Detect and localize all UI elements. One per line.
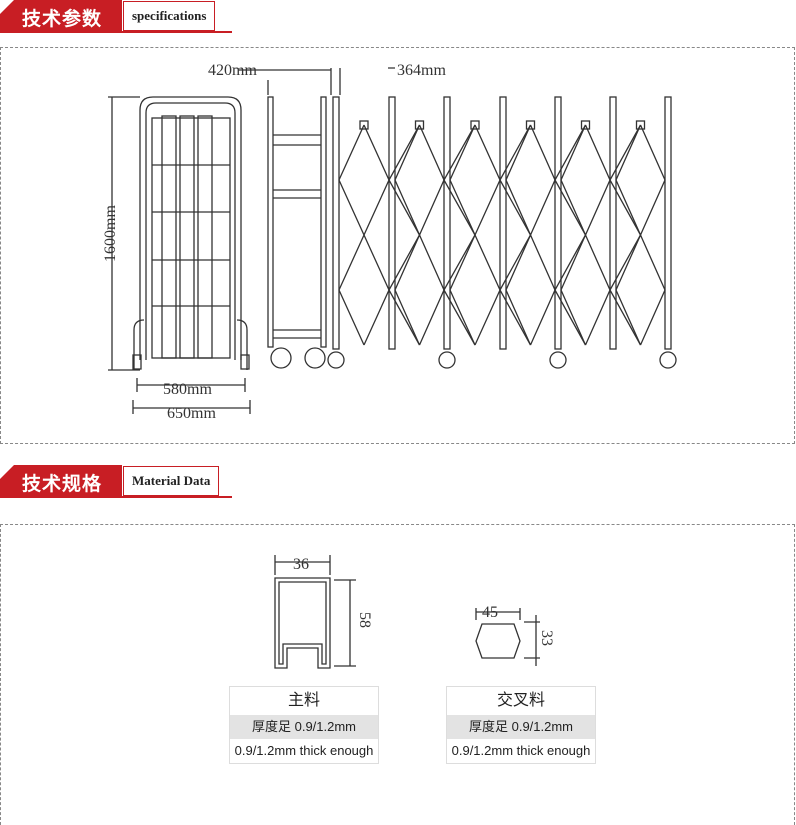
wheel-icon — [438, 351, 456, 369]
scissor-link — [554, 124, 587, 346]
gate-drawing: 1600mm 580mm 650mm 420mm 364mm 36 58 45 … — [102, 62, 677, 669]
scissor-link — [505, 124, 532, 346]
section-header-specifications: 技术参数 specifications — [0, 0, 232, 33]
front-view — [108, 96, 251, 414]
wheel-icon — [549, 351, 567, 369]
scissor-link — [609, 124, 642, 346]
section-title-cn: 技术参数 — [22, 9, 103, 30]
pitch-dimension: 364mm — [397, 62, 446, 79]
scissor-link — [615, 124, 642, 346]
cross-height-label: 33 — [538, 630, 555, 646]
gate-post — [388, 96, 396, 350]
scissor-link — [449, 124, 476, 346]
main-width-label: 36 — [293, 556, 309, 573]
section-title-en: Material Data — [123, 466, 220, 496]
gate-post — [664, 96, 672, 350]
cross-profile-table: 交叉料 厚度足 0.9/1.2mm 0.9/1.2mm thick enough — [446, 686, 596, 764]
cross-width-label: 45 — [482, 604, 498, 621]
thickness-cn: 厚度足 0.9/1.2mm — [230, 715, 378, 739]
scissor-link — [418, 124, 445, 346]
scissor-link — [560, 124, 587, 346]
profile-name: 主料 — [287, 692, 320, 709]
scissor-link — [499, 124, 532, 346]
section-title-en: specifications — [123, 1, 216, 31]
main-profile — [274, 555, 356, 669]
scissor-section — [327, 96, 677, 369]
pivot — [635, 120, 646, 130]
height-dimension: 1600mm — [102, 205, 119, 262]
specifications-panel — [0, 47, 795, 444]
gate-post — [332, 96, 340, 350]
pivot — [580, 120, 591, 130]
wheel-icon — [327, 351, 345, 369]
gate-post — [443, 96, 451, 350]
scissor-link — [529, 124, 556, 346]
pivot — [359, 120, 369, 130]
wheel-icon — [659, 351, 677, 369]
thickness-en: 0.9/1.2mm thick enough — [451, 743, 591, 758]
scissor-link — [443, 124, 476, 346]
gate-post — [554, 96, 562, 350]
scissor-link — [363, 124, 390, 346]
side-view — [238, 68, 332, 369]
outer-width-dimension: 650mm — [167, 405, 216, 422]
thickness-cn: 厚度足 0.9/1.2mm — [447, 715, 595, 739]
cross-profile — [475, 608, 540, 666]
thickness-en: 0.9/1.2mm thick enough — [234, 743, 374, 758]
side-depth-dimension: 420mm — [208, 62, 257, 79]
pivot — [525, 120, 536, 130]
scissor-link — [584, 124, 611, 346]
inner-width-dimension: 580mm — [163, 381, 212, 398]
scissor-link — [394, 124, 421, 346]
material-panel — [0, 524, 795, 825]
section-title-cn: 技术规格 — [22, 474, 103, 495]
section-header-material: 技术规格 Material Data — [0, 465, 232, 498]
scissor-link — [639, 124, 666, 346]
scissor-link — [338, 124, 365, 346]
profile-name: 交叉料 — [496, 692, 545, 709]
pivot — [414, 120, 425, 130]
scissor-link — [474, 124, 501, 346]
pivot — [470, 120, 480, 130]
gate-post — [609, 96, 617, 350]
main-profile-table: 主料 厚度足 0.9/1.2mm 0.9/1.2mm thick enough — [229, 686, 379, 764]
scissor-link — [388, 124, 421, 346]
main-height-label: 58 — [356, 612, 373, 628]
gate-post — [499, 96, 507, 350]
